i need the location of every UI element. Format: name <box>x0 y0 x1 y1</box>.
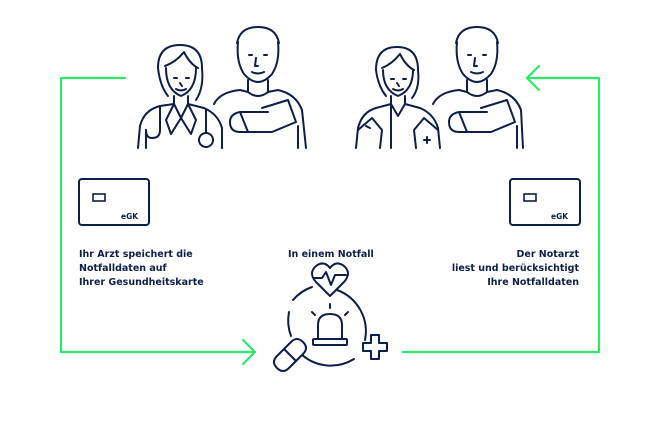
caption-emergency: In einem Notfall <box>288 249 374 260</box>
right-flow-arrowhead-icon <box>525 64 541 92</box>
patient-arm-sling-icon <box>432 26 524 149</box>
left-flow-arrowhead-icon <box>241 338 257 366</box>
emergency-icon-group <box>273 262 388 372</box>
card-label: eGK <box>551 212 569 221</box>
emergency-doctor-female-icon <box>355 46 441 149</box>
heart-pulse-icon <box>311 262 349 297</box>
card-chip-icon <box>523 193 537 202</box>
medical-cross-icon <box>362 334 388 360</box>
ring-arc-bottom <box>299 352 355 367</box>
caption-emergency-doctor-reads: Der Notarzt liest und berücksichtigt Ihr… <box>451 249 579 288</box>
pill-icon <box>273 338 307 372</box>
right-people-group <box>355 26 524 149</box>
left-flow-line <box>59 76 257 354</box>
caption-doctor-saves: Ihr Arzt speichert die Notfalldaten auf … <box>79 249 204 288</box>
right-flow-line <box>401 76 601 354</box>
left-people-group <box>137 26 307 149</box>
egk-card-right: eGK <box>509 178 581 226</box>
ring-arc-left <box>292 286 313 301</box>
flow-arrows <box>59 64 601 366</box>
card-label: eGK <box>121 212 139 221</box>
card-chip-icon <box>92 193 106 202</box>
patient-arm-sling-icon <box>213 26 307 149</box>
ring-arc-right <box>336 289 367 341</box>
siren-icon <box>311 303 349 346</box>
doctor-female-icon <box>137 44 223 149</box>
egk-card-left: eGK <box>78 178 150 226</box>
ring-arc-leftlow <box>287 311 292 337</box>
